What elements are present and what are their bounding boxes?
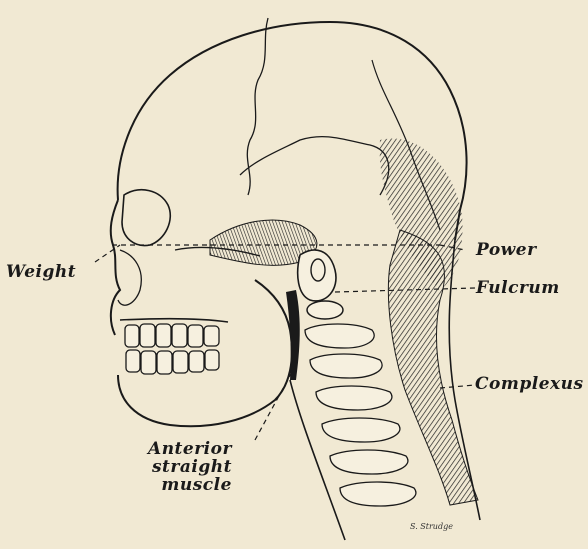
face-outline — [111, 200, 120, 335]
anterior-straight-muscle-label: Anterior straight muscle — [148, 440, 232, 494]
anterior-straight-muscle — [286, 290, 300, 380]
muscle-label-line-1: Anterior — [148, 440, 232, 458]
squamosal-suture — [240, 137, 389, 195]
muscle-leader — [255, 370, 293, 440]
power-label: Power — [476, 240, 537, 260]
weight-leader — [95, 245, 120, 262]
orbit — [122, 190, 170, 246]
muscle-label-line-2: straight — [148, 458, 232, 476]
teeth — [125, 324, 219, 374]
muscle-label-line-3: muscle — [148, 476, 232, 494]
upper-jaw — [120, 319, 228, 322]
nasal-cavity — [118, 250, 141, 305]
weight-label: Weight — [6, 262, 76, 282]
artist-signature: S. Strudge — [410, 522, 453, 531]
fulcrum-label: Fulcrum — [476, 278, 560, 298]
atlas-joint — [307, 301, 343, 319]
complexus-label: Complexus — [475, 374, 584, 394]
coronal-suture — [247, 18, 268, 195]
complexus-leader — [440, 385, 475, 388]
mastoid-process — [298, 250, 336, 301]
